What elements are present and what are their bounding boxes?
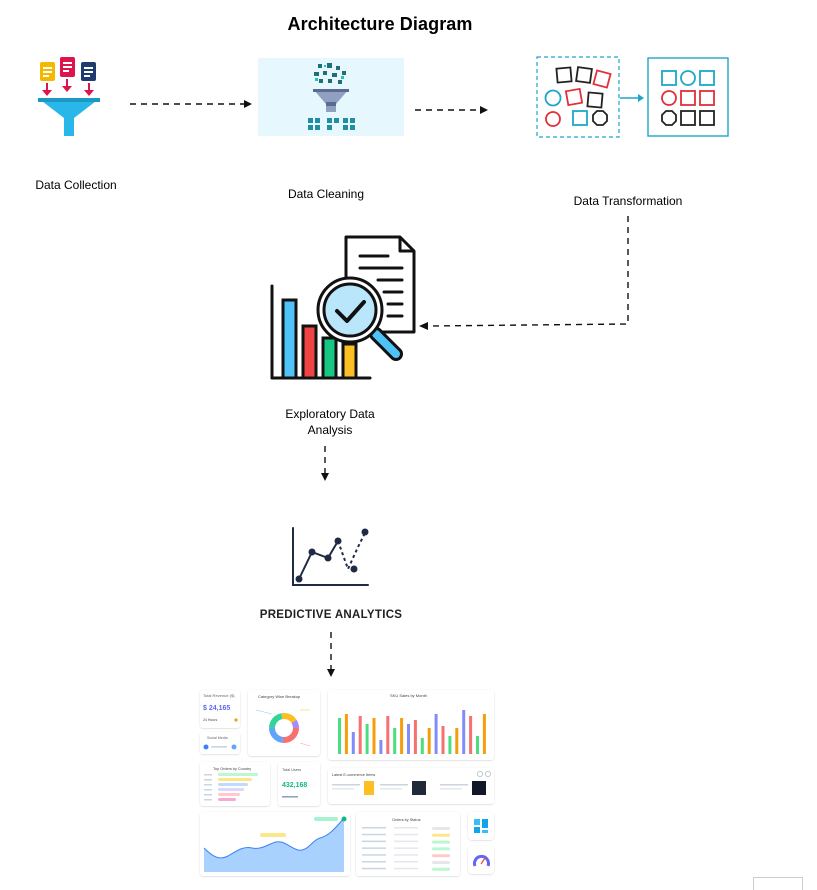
sku-bar	[441, 726, 445, 754]
node-label-data-collection: Data Collection	[35, 178, 117, 192]
sku-bar	[413, 720, 417, 754]
document-red-icon	[60, 57, 75, 77]
sku-bar	[420, 738, 424, 754]
sku-bar	[462, 710, 466, 754]
sku-bar	[427, 728, 431, 754]
status-row-cell	[432, 854, 450, 858]
dashboard-preview: Total Revenue ($) $ 24,165 24 Hours Soci…	[200, 690, 494, 876]
users-title: Total Users	[282, 768, 301, 772]
sku-bar	[351, 732, 355, 754]
sku-bar	[476, 736, 479, 754]
sku-bars	[338, 710, 486, 754]
latest-items-card: Latest E-commerce Items	[328, 768, 494, 804]
unstructured-data-box	[536, 56, 620, 138]
status-row-cell	[394, 861, 418, 863]
status-row-cell	[394, 854, 418, 856]
status-row-cell	[432, 833, 450, 837]
node-label-data-transformation: Data Transformation	[573, 194, 683, 208]
sku-bar	[393, 728, 397, 754]
funnel-icon	[38, 98, 100, 136]
status-row-cell	[362, 840, 386, 843]
sku-bar	[344, 714, 348, 754]
checkmark-icon	[335, 300, 366, 323]
sku-bar	[365, 724, 369, 754]
node-label-data-cleaning: Data Cleaning	[287, 187, 365, 201]
status-row-cell	[394, 827, 418, 829]
social-media-title: Social Media	[207, 736, 228, 740]
structured-data-box	[647, 57, 729, 137]
sku-bar	[372, 718, 376, 754]
area-chart-card	[200, 812, 350, 876]
sku-title: SKU Sales by Month	[390, 693, 427, 698]
status-row-cell	[394, 833, 418, 836]
latest-title: Latest E-commerce Items	[332, 773, 375, 777]
data-transformation-icon	[536, 56, 729, 138]
sku-bar	[379, 740, 383, 754]
document-yellow-icon	[40, 62, 55, 81]
magnifying-glass-icon	[316, 276, 403, 361]
orders-status-title: Orders by Status	[392, 818, 421, 822]
social-media-card: Social Media	[200, 732, 240, 754]
sku-bar	[386, 716, 390, 754]
revenue-card: Total Revenue ($) $ 24,165 24 Hours	[200, 690, 240, 728]
sku-bar	[338, 718, 341, 754]
status-row-cell	[432, 847, 450, 851]
revenue-subtitle: 24 Hours	[203, 718, 217, 722]
category-title: Category Wise Breakup	[258, 694, 301, 699]
status-row-cell	[362, 827, 386, 829]
node-label-eda-line2: Analysis	[307, 423, 353, 437]
sku-sales-card: SKU Sales by Month	[328, 690, 494, 760]
sku-bar	[434, 714, 438, 754]
data-cleaning-icon	[308, 63, 355, 130]
status-row-cell	[362, 833, 386, 836]
node-label-predictive-analytics: PREDICTIVE ANALYTICS	[259, 609, 403, 621]
document-navy-icon	[81, 62, 96, 81]
status-row-cell	[362, 867, 386, 870]
sku-bar	[469, 716, 473, 754]
side-widget-icons	[468, 812, 494, 874]
status-row-cell	[432, 861, 450, 864]
revenue-value: $ 24,165	[203, 705, 230, 712]
data-collection-icon	[38, 57, 100, 136]
frame-corner	[753, 877, 803, 890]
users-value: 432,168	[282, 782, 307, 789]
orders-by-status-card: Orders by Status	[356, 812, 460, 876]
revenue-title: Total Revenue ($)	[203, 693, 235, 698]
sku-bar	[400, 718, 404, 754]
exploratory-data-analysis-icon	[270, 235, 416, 380]
bar-chart-icon	[270, 284, 372, 380]
status-rows	[362, 827, 450, 871]
status-row-cell	[362, 854, 386, 856]
status-row-cell	[362, 847, 386, 849]
status-row-cell	[394, 867, 418, 870]
sku-bar	[358, 716, 362, 754]
diagram-title: Architecture Diagram	[287, 14, 473, 34]
node-label-eda: Exploratory Data Analysis	[270, 406, 390, 438]
status-row-cell	[394, 847, 418, 849]
sku-bar	[455, 728, 459, 754]
total-users-card: Total Users 432,168	[278, 762, 320, 806]
node-label-eda-line1: Exploratory Data	[285, 407, 375, 421]
status-row-cell	[362, 861, 386, 863]
category-breakup-card: Category Wise Breakup	[248, 690, 320, 756]
orders-country-title: Top Orders by Country	[213, 767, 251, 771]
status-row-cell	[394, 840, 418, 843]
orders-by-country-card: Top Orders by Country	[200, 762, 270, 806]
status-row-cell	[432, 867, 450, 871]
status-row-cell	[432, 827, 450, 830]
sku-bar	[448, 736, 452, 754]
sku-bar	[482, 714, 486, 754]
status-row-cell	[432, 840, 450, 844]
predictive-analytics-icon	[292, 527, 369, 586]
sku-bar	[407, 724, 410, 754]
